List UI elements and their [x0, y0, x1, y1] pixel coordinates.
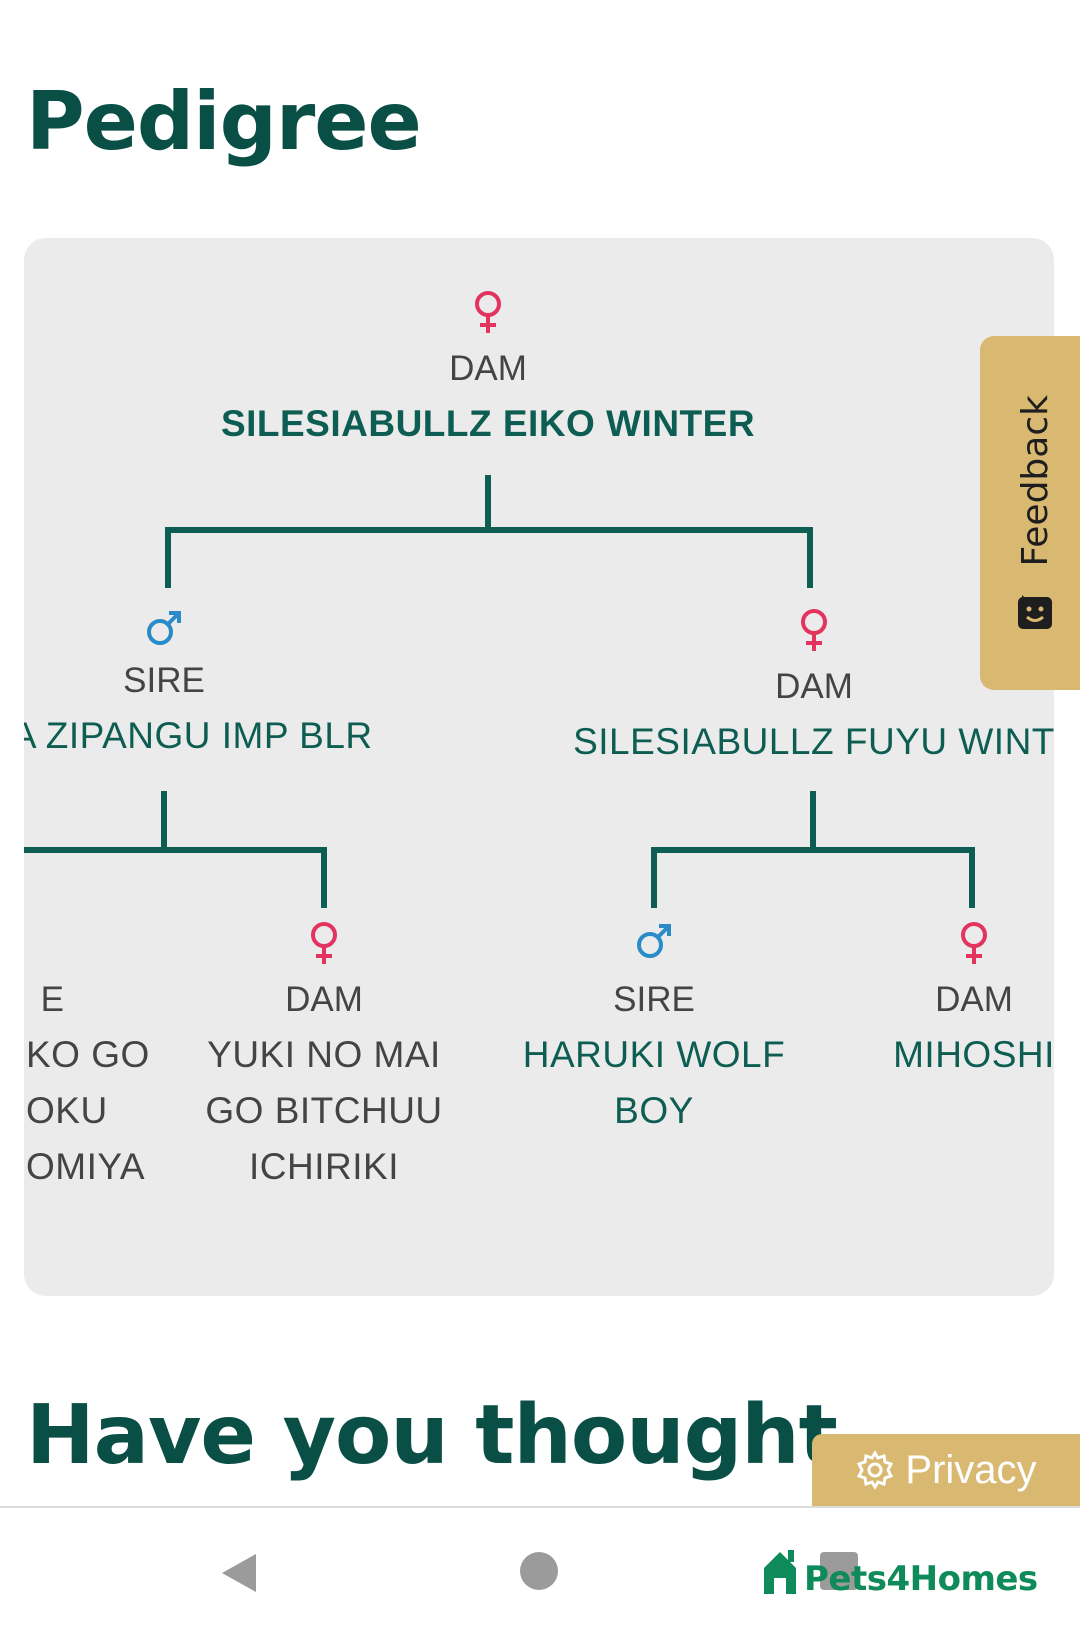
root-name: SILESIABULLZ EIKO WINTER [220, 403, 756, 444]
gen2-1-role-label: DAM [285, 980, 363, 1019]
gen2-1-name-line-3: ICHIRIKI [249, 1146, 399, 1187]
feedback-label: Feedback [1014, 395, 1056, 567]
female-icon [801, 609, 827, 651]
male-icon [147, 611, 181, 645]
gen2-sire-left-name: KO GO OKU OMIYA [26, 1021, 226, 1195]
smiley-icon [1018, 594, 1052, 629]
gen2-0-name-line-2: OKU [26, 1090, 108, 1131]
recents-square-icon[interactable] [820, 1552, 858, 1590]
male-icon [637, 924, 671, 958]
privacy-label: Privacy [905, 1447, 1037, 1492]
house-logo-icon [764, 1550, 796, 1594]
female-icon [311, 922, 337, 964]
root-role-label: DAM [449, 349, 527, 388]
gen1-sire-role-label: SIRE [123, 661, 205, 700]
gen2-dam-right-node[interactable]: DAM MIHOSHI [824, 921, 1054, 1083]
female-icon [961, 922, 987, 964]
gen1-sire-name: AMA ZIPANGU IMP BLR [24, 715, 373, 756]
gen2-2-name-line-2: BOY [614, 1090, 694, 1131]
gen2-sire-left-node[interactable]: E [24, 921, 64, 1021]
gen2-2-role-label: SIRE [613, 980, 695, 1019]
logo-text: Pets4Homes [804, 1559, 1038, 1599]
gen2-1-name-line-2: GO BITCHUU [205, 1090, 443, 1131]
gen1-dam-role-label: DAM [775, 667, 853, 706]
back-triangle-icon[interactable] [220, 1552, 258, 1594]
gen1-dam-node[interactable]: DAM SILESIABULLZ FUYU WINT [514, 608, 1054, 770]
gear-icon [857, 1450, 894, 1490]
gen2-0-name-line-1: KO GO [26, 1034, 150, 1075]
pedigree-tree-card: DAM SILESIABULLZ EIKO WINTER SIRE AMA ZI… [24, 238, 1054, 1296]
privacy-button[interactable]: Privacy [812, 1434, 1080, 1506]
system-nav-bar: Pets4Homes [0, 1506, 1080, 1629]
gen1-sire-node[interactable]: SIRE AMA ZIPANGU IMP BLR [24, 608, 464, 764]
gen2-3-role-label: DAM [935, 980, 1013, 1019]
gen2-dam-left-node[interactable]: DAM YUKI NO MAI GO BITCHUU ICHIRIKI [174, 921, 474, 1195]
gen2-1-name-line-1: YUKI NO MAI [207, 1034, 441, 1075]
feedback-tab[interactable]: Feedback [980, 336, 1080, 690]
root-dam-node[interactable]: DAM SILESIABULLZ EIKO WINTER [128, 290, 848, 452]
gen2-3-name-line-1: MIHOSHI [893, 1034, 1054, 1075]
gen2-0-name-line-3: OMIYA [26, 1146, 145, 1187]
gen2-2-name-line-1: HARUKI WOLF [522, 1034, 786, 1075]
pets4homes-logo: Pets4Homes [760, 1548, 1038, 1596]
home-circle-icon[interactable] [520, 1552, 558, 1590]
pedigree-title: Pedigree [26, 75, 422, 168]
gen2-sire-right-node[interactable]: SIRE HARUKI WOLF BOY [504, 921, 804, 1139]
gen1-dam-name: SILESIABULLZ FUYU WINT [573, 721, 1054, 762]
gen2-0-role-label: E [40, 980, 64, 1019]
female-icon [475, 291, 501, 333]
